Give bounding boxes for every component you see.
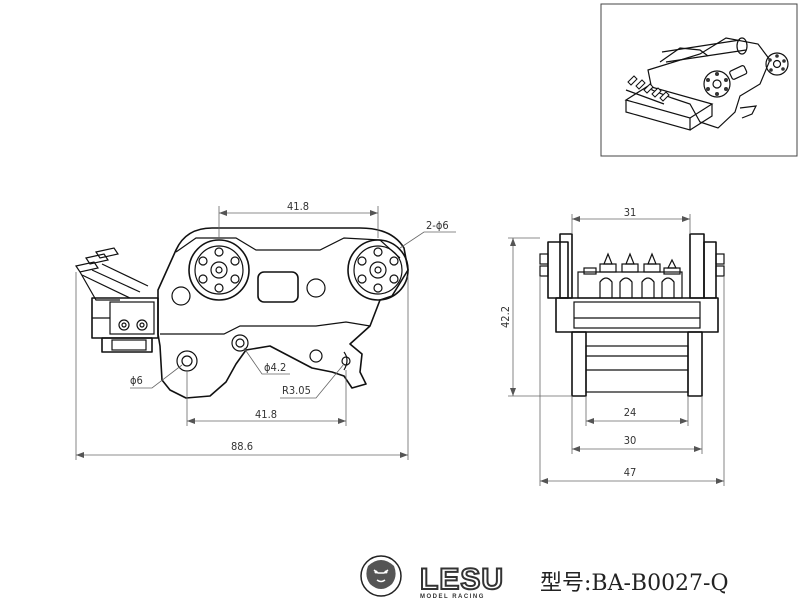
lion-emblem [360,555,402,597]
hydraulic-fittings [75,247,149,301]
fittings-row [577,252,683,299]
front-view [539,233,725,397]
dim-total-47: 47 [624,466,637,479]
dim-bottom-width: 41.8 [255,408,277,421]
front-dimensions: 31 42.2 24 30 47 [499,206,725,486]
side-dimensions: 41.8 2-ϕ6 ϕ6 ϕ4.2 R3.05 41.8 88.6 [75,200,456,460]
left-bolt-disc [188,239,250,301]
dim-inner-24: 24 [624,406,637,419]
dim-top-width: 41.8 [287,200,309,213]
model-number: 型号:BA-B0027-Q [540,571,729,596]
dim-front-top: 31 [624,206,637,219]
brand-name: LESU [420,563,504,596]
dim-pin-holes: 2-ϕ6 [426,219,449,232]
dim-hook-radius: R3.05 [282,384,311,397]
dim-total-width: 88.6 [231,440,253,453]
slot-window [257,271,299,303]
valve-block [91,297,159,353]
dim-inner-30: 30 [624,434,637,447]
brand-logo: LESU MODEL RACING [360,555,504,600]
dim-center-hole: ϕ4.2 [264,361,286,374]
dim-left-hole: ϕ6 [130,374,143,387]
brand-tagline: MODEL RACING [420,594,485,600]
isometric-preview [600,3,798,157]
right-bolt-disc [347,239,409,301]
side-view [75,227,409,399]
front-body [555,297,719,333]
dim-front-height: 42.2 [499,306,512,328]
